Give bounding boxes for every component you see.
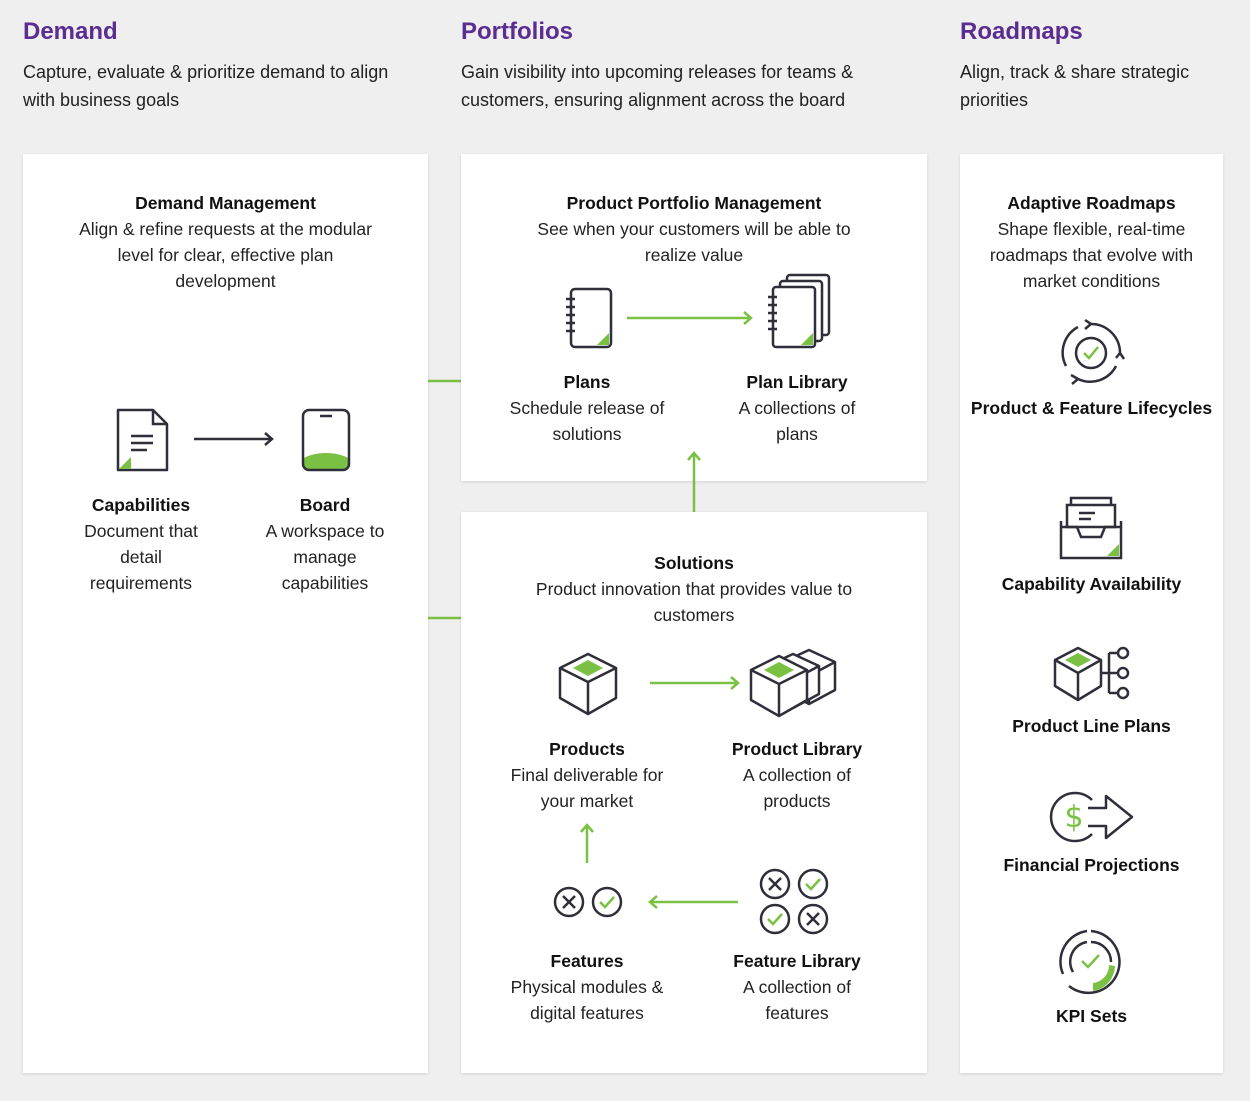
- products-title: Products: [549, 739, 625, 759]
- lifecycle-icon: [1061, 318, 1126, 385]
- product-portfolio-title: Product Portfolio Management: [566, 193, 822, 213]
- roadmap-item-capability-availability: Capability Availability: [1001, 574, 1182, 594]
- demand-management-card: Demand Management Align & refine request…: [23, 154, 428, 1073]
- roadmap-item-kpi-sets: KPI Sets: [1056, 1006, 1127, 1026]
- roadmaps-column-title: Roadmaps: [960, 18, 1083, 45]
- feature-grid-icon: [759, 868, 829, 935]
- capabilities-description: Document that detail requirements: [84, 521, 198, 593]
- demand-column-description: Capture, evaluate & prioritize demand to…: [23, 62, 389, 110]
- product-library-title: Product Library: [731, 739, 863, 759]
- solutions-card: Solutions Product innovation that provid…: [461, 512, 927, 1073]
- arrow-up-icon: [687, 451, 701, 512]
- product-portfolio-card: Product Portfolio Management See when yo…: [461, 154, 927, 481]
- roadmap-item-lifecycles: Product & Feature Lifecycles: [970, 398, 1213, 418]
- adaptive-roadmaps-title: Adaptive Roadmaps: [1007, 193, 1176, 213]
- products-description: Final deliverable for your market: [510, 765, 664, 811]
- board-description: A workspace to manage capabilities: [265, 521, 385, 593]
- inbox-icon: [1059, 496, 1123, 560]
- features-description: Physical modules & digital features: [510, 977, 664, 1023]
- demand-column-title: Demand: [23, 18, 118, 45]
- arrow-right-green-icon: [627, 311, 753, 325]
- arrow-up-icon: [580, 823, 594, 863]
- board-title: Board: [299, 495, 351, 515]
- dollar-arrow-icon: $: [1049, 791, 1134, 843]
- adaptive-roadmaps-card: Adaptive Roadmaps Shape flexible, real-t…: [960, 154, 1223, 1073]
- features-title: Features: [550, 951, 624, 971]
- solutions-subtitle: Product innovation that provides value t…: [535, 579, 853, 625]
- tablet-icon: [301, 408, 351, 472]
- capabilities-title: Capabilities: [91, 495, 191, 515]
- solutions-title: Solutions: [654, 553, 734, 573]
- cube-icon: [558, 652, 618, 716]
- cube-stack-icon: [749, 648, 837, 718]
- roadmap-item-financial-projections: Financial Projections: [1003, 855, 1180, 875]
- demand-management-title: Demand Management: [135, 193, 316, 213]
- product-portfolio-subtitle: See when your customers will be able to …: [537, 219, 851, 265]
- plans-description: Schedule release of solutions: [509, 398, 665, 444]
- portfolios-column-title: Portfolios: [461, 18, 573, 45]
- svg-text:$: $: [1064, 800, 1083, 835]
- plans-title: Plans: [563, 372, 611, 392]
- adaptive-roadmaps-subtitle: Shape flexible, real-time roadmaps that …: [989, 219, 1194, 291]
- plan-library-description: A collections of plans: [738, 398, 856, 444]
- document-icon: [116, 408, 169, 472]
- demand-management-subtitle: Align & refine requests at the modular l…: [79, 219, 372, 291]
- feature-toggles-icon: [553, 886, 623, 918]
- arrow-left-green-icon: [648, 895, 738, 909]
- roadmaps-column-description: Align, track & share strategic prioritie…: [960, 62, 1190, 110]
- arrow-right-green-icon: [650, 676, 740, 690]
- roadmap-item-product-line-plans: Product Line Plans: [1012, 716, 1171, 736]
- notebook-stack-icon: [768, 273, 831, 349]
- plan-library-title: Plan Library: [746, 372, 848, 392]
- feature-library-title: Feature Library: [733, 951, 861, 971]
- notebook-icon: [566, 287, 613, 349]
- product-library-description: A collection of products: [743, 765, 851, 811]
- arrow-right-icon: [194, 432, 274, 446]
- gauge-icon: [1059, 929, 1121, 995]
- product-line-icon: [1053, 646, 1130, 702]
- feature-library-description: A collection of features: [743, 977, 851, 1023]
- portfolios-column-description: Gain visibility into upcoming releases f…: [461, 62, 854, 110]
